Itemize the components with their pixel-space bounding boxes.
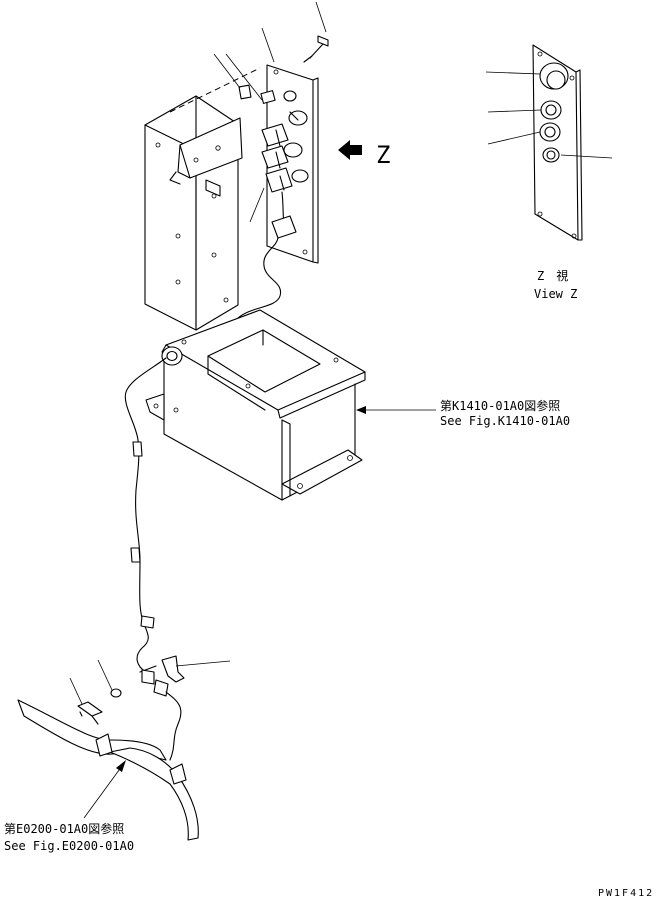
- view-z-caption-en: View Z: [534, 287, 577, 301]
- view-z-arrow: [338, 140, 362, 160]
- bracket-assembly: [144, 35, 329, 331]
- view-z-caption-jp: Z 視: [537, 268, 568, 283]
- battery-box: [145, 309, 366, 501]
- ref-e0200-en: See Fig.E0200-01A0: [4, 839, 134, 853]
- ref-k1410-en: See Fig.K1410-01A0: [440, 414, 570, 428]
- view-z-panel: [485, 44, 613, 241]
- ground-harness: [17, 357, 199, 841]
- ref-k1410-jp: 第K1410-01A0図参照: [440, 398, 560, 413]
- drawing-number: PW1F412: [598, 888, 654, 899]
- leader-lines: [69, 1, 436, 819]
- ref-e0200-jp: 第E0200-01A0図参照: [4, 821, 124, 836]
- switch-cluster: [238, 84, 309, 193]
- view-z-arrow-label: Z: [376, 141, 390, 169]
